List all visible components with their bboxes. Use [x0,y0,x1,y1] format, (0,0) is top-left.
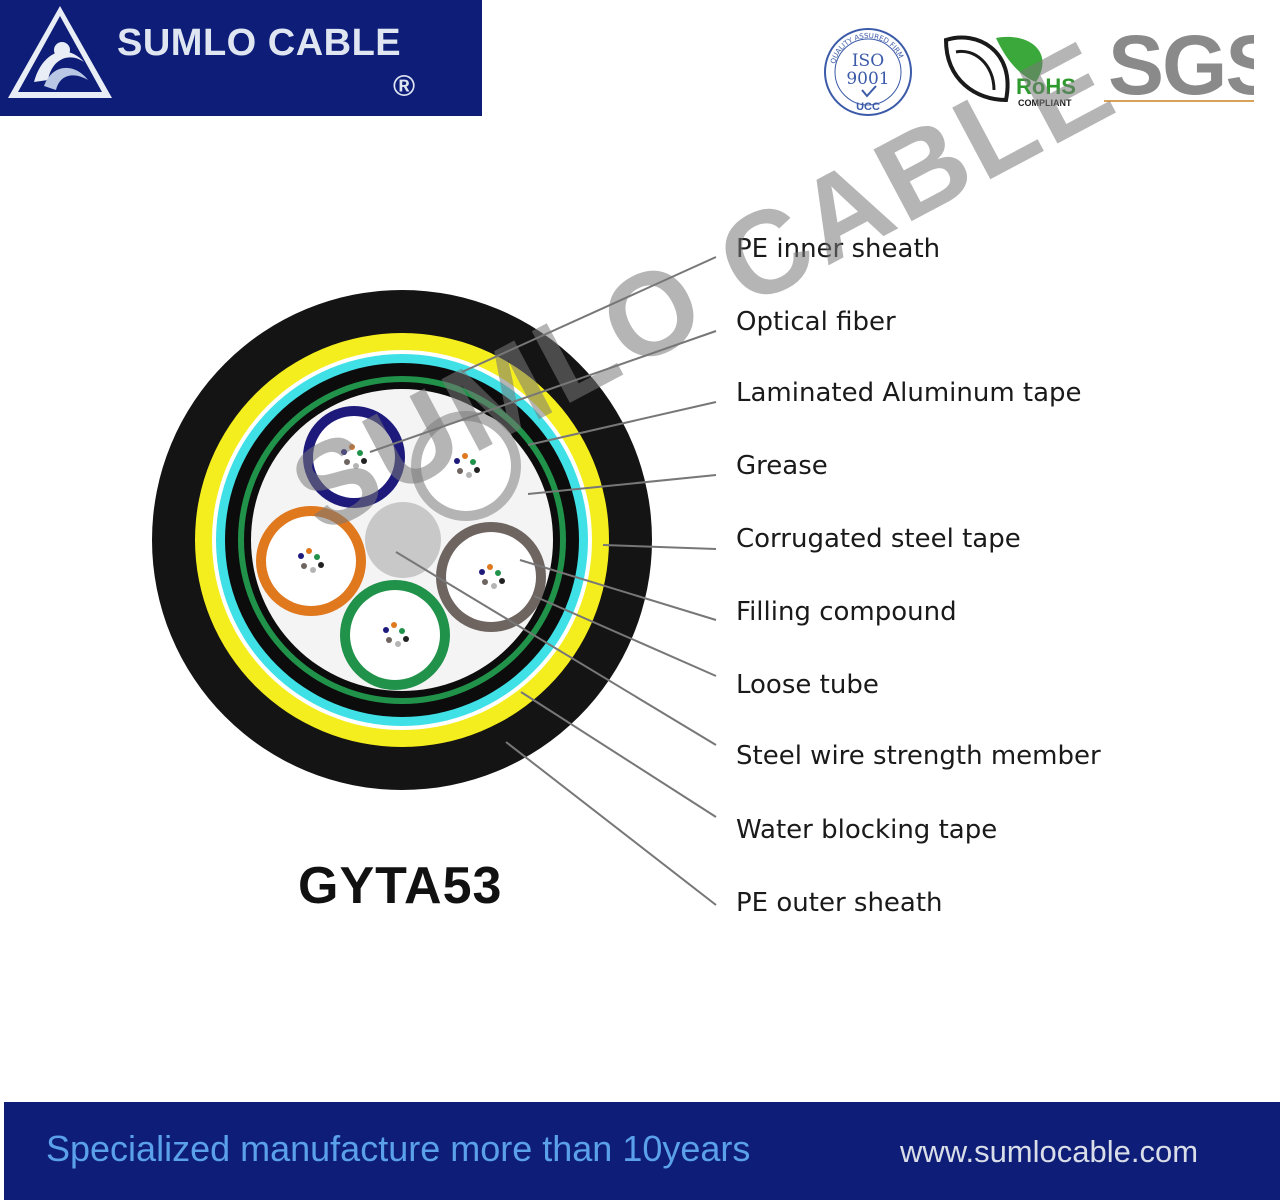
leader-lines [369,256,717,906]
label-grease: Grease [736,451,828,481]
loose-tube-blue [303,406,405,508]
leader-filling-compound [519,559,717,621]
sgs-divider [1104,100,1254,102]
iso-issuer: UCC [856,101,880,113]
loose-tube-green [340,580,450,690]
label-optical-fiber: Optical fiber [736,307,896,337]
sgs-logo-icon: SGS [1108,20,1254,104]
rohs-label: RoHS [1016,74,1076,99]
label-corrugated-steel-tape: Corrugated steel tape [736,524,1021,554]
steel-wire-strength-member [365,502,441,578]
footer-url[interactable]: www.sumlocable.com [900,1134,1199,1169]
label-pe-inner-sheath: PE inner sheath [736,234,941,264]
label-water-blocking-tape: Water blocking tape [736,815,998,845]
leader-strength-member [395,551,717,746]
cable-model: GYTA53 [298,857,503,915]
leader-steel-tape [602,544,717,550]
sumlo-logo-icon [8,6,112,98]
rohs-badge-icon: RoHS COMPLIANT [943,35,1076,108]
leader-water-blocking [520,691,717,818]
leader-pe-outer-sheath [505,741,717,906]
label-steel-wire-strength-member: Steel wire strength member [736,741,1101,771]
loose-tube-orange [256,506,366,616]
brand-header: SUMLO CABLE ® [0,0,482,116]
brand-name: SUMLO CABLE [117,22,402,64]
label-loose-tube: Loose tube [736,670,879,700]
label-laminated-aluminum-tape: Laminated Aluminum tape [736,378,1082,408]
rohs-sublabel: COMPLIANT [1018,98,1072,108]
cable-cross-section [152,256,717,906]
leader-pe-inner-sheath [461,256,717,373]
iso-9001-badge-icon: QUALITY ASSURED FIRM ISO 9001 UCC [824,28,912,116]
optical-fibers [298,444,505,647]
label-pe-outer-sheath: PE outer sheath [736,888,943,918]
leader-loose-tube [533,595,717,677]
leader-grease [527,474,717,495]
leader-optical-fiber [369,330,717,453]
iso-number: 9001 [846,69,889,89]
registered-mark: ® [393,70,416,103]
leader-aluminum-tape [527,401,717,446]
loose-tube-grey [411,411,521,521]
footer-banner: Specialized manufacture more than 10year… [4,1102,1280,1200]
iso-label: ISO [852,51,884,71]
sgs-label: SGS [1108,20,1254,104]
footer-slogan: Specialized manufacture more than 10year… [46,1128,751,1169]
loose-tube-brown [436,522,546,632]
label-filling-compound: Filling compound [736,597,957,627]
